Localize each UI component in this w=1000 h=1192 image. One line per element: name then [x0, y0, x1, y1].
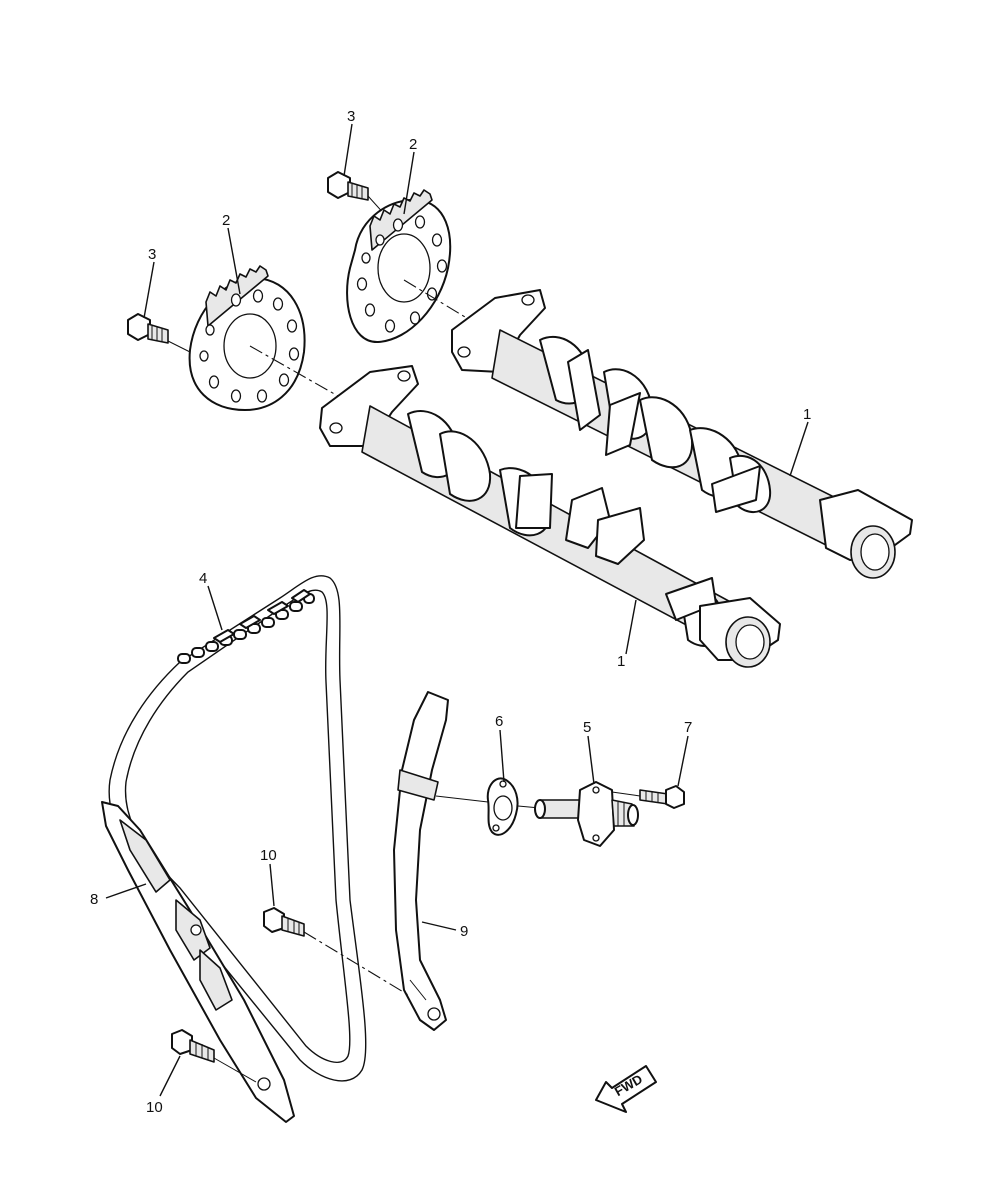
- chain-guide-left[interactable]: [101, 801, 295, 1123]
- axis-line-top: [403, 279, 471, 321]
- callout-guide-right: 9: [460, 923, 468, 940]
- chain-guide-right[interactable]: [393, 691, 449, 1031]
- callout-tensioner-bolt: 7: [684, 719, 692, 736]
- sprocket-top[interactable]: [346, 189, 452, 344]
- guide-bolt-lower[interactable]: [171, 1029, 215, 1063]
- callout-bolt-left: 3: [148, 246, 156, 263]
- tensioner-bolt[interactable]: [639, 785, 685, 809]
- gasket[interactable]: [486, 777, 519, 836]
- callout-sprocket-left: 2: [222, 212, 230, 229]
- cam-chain-tensioner[interactable]: [534, 781, 639, 847]
- fwd-arrow-icon: FWD: [595, 1065, 657, 1113]
- callout-tensioner: 5: [583, 719, 591, 736]
- guide-bolt-upper[interactable]: [263, 907, 305, 937]
- tensioner-bolt-axis: [611, 791, 641, 797]
- cam-chain[interactable]: [108, 575, 367, 1082]
- callout-chain: 4: [199, 570, 207, 587]
- callout-guide-left: 8: [90, 891, 98, 908]
- chain-links: [177, 589, 315, 664]
- guide-bolt-lower-axis: [213, 1057, 257, 1083]
- guide-bolt-upper-axis: [303, 931, 411, 997]
- callout-camshaft-left: 1: [617, 653, 625, 670]
- callout-camshaft-right: 1: [803, 406, 811, 423]
- camshaft-right[interactable]: [451, 289, 913, 579]
- bolt-left[interactable]: [127, 313, 169, 344]
- bolt-left-axis: [167, 340, 191, 353]
- bolt-top[interactable]: [327, 171, 369, 201]
- tensioner-axis-left: [435, 795, 489, 803]
- callout-guide-bolt-lower: 10: [146, 1099, 163, 1116]
- sprocket-left[interactable]: [188, 265, 306, 411]
- callout-gasket: 6: [495, 713, 503, 730]
- axis-line-left: [249, 345, 346, 401]
- callout-bolt-top: 3: [347, 108, 355, 125]
- callout-sprocket-top: 2: [409, 136, 417, 153]
- camshaft-left[interactable]: [319, 365, 781, 668]
- callout-guide-bolt-upper: 10: [260, 847, 277, 864]
- leader-lines: [105, 123, 809, 1097]
